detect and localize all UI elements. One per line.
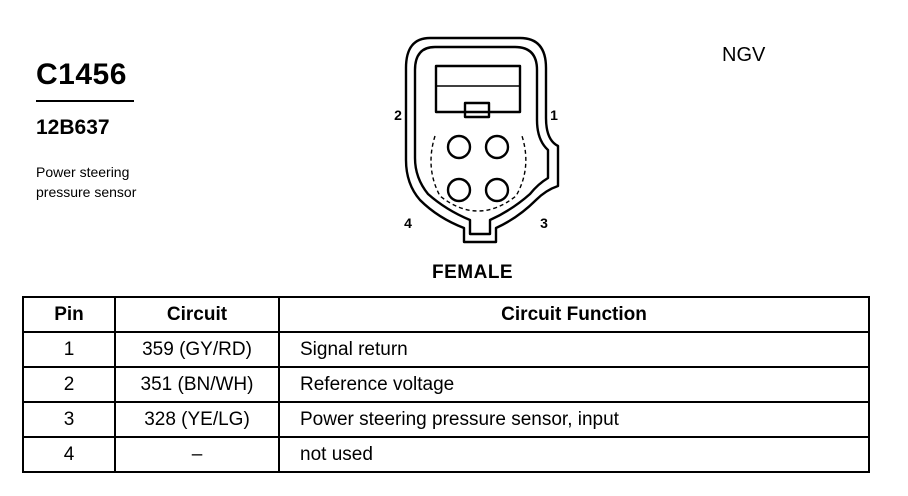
header-pin: Pin [22, 296, 116, 333]
cell-circuit: – [114, 436, 280, 473]
cell-circuit-function: Reference voltage [278, 366, 870, 403]
cell-circuit-function: not used [278, 436, 870, 473]
table-row: 4 – not used [22, 436, 870, 473]
pin-label-4: 4 [404, 215, 412, 231]
cell-circuit: 351 (BN/WH) [114, 366, 280, 403]
cell-circuit: 328 (YE/LG) [114, 401, 280, 438]
pin-cavity-4 [446, 177, 472, 203]
cell-pin: 1 [22, 331, 116, 368]
connector-id: C1456 [36, 58, 127, 91]
pin-label-2: 2 [394, 107, 402, 123]
cell-circuit: 359 (GY/RD) [114, 331, 280, 368]
part-number: 12B637 [36, 116, 110, 139]
pin-cavity-1 [484, 134, 510, 160]
header-circuit: Circuit [114, 296, 280, 333]
cell-pin: 2 [22, 366, 116, 403]
cell-pin: 3 [22, 401, 116, 438]
description-line-1: Power steering [36, 164, 130, 180]
cell-circuit-function: Signal return [278, 331, 870, 368]
connector-latch-frame [434, 64, 522, 114]
connector-outer-shell [404, 36, 560, 244]
title-underline [36, 100, 134, 102]
connector-pin-cavity-dashed [430, 135, 527, 212]
model-tag: NGV [722, 44, 766, 66]
table-row: 3 328 (YE/LG) Power steering pressure se… [22, 401, 870, 438]
connector-lock-tab [463, 101, 491, 119]
pinout-table: Pin Circuit Circuit Function 1 359 (GY/R… [22, 296, 870, 473]
cell-circuit-function: Power steering pressure sensor, input [278, 401, 870, 438]
cell-pin: 4 [22, 436, 116, 473]
table-row: 2 351 (BN/WH) Reference voltage [22, 366, 870, 403]
table-header-row: Pin Circuit Circuit Function [22, 296, 870, 333]
pin-label-1: 1 [550, 107, 558, 123]
pin-label-3: 3 [540, 215, 548, 231]
connector-view-label: FEMALE [432, 262, 514, 283]
table-row: 1 359 (GY/RD) Signal return [22, 331, 870, 368]
connector-description: Power steering pressure sensor [36, 162, 196, 202]
header-circuit-function: Circuit Function [278, 296, 870, 333]
description-line-2: pressure sensor [36, 184, 137, 200]
connector-inner-shell [413, 45, 550, 236]
connector-face-diagram: 2 1 4 3 [394, 36, 560, 244]
pin-cavity-2 [446, 134, 472, 160]
pin-cavity-3 [484, 177, 510, 203]
